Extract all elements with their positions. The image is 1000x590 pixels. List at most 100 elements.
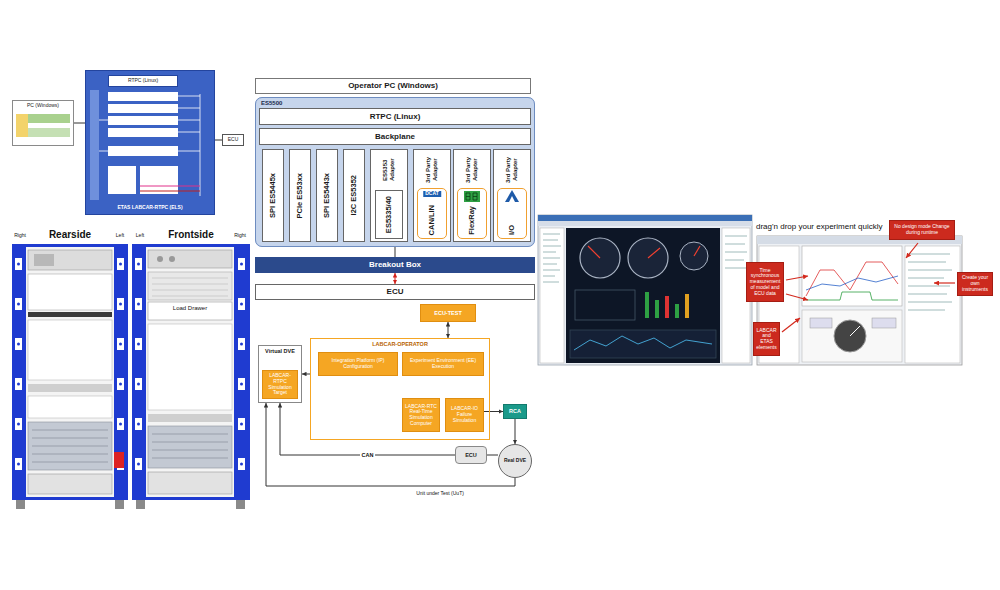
- simulation-target-box: LABCAR-RTPC Simulation Target: [262, 370, 298, 399]
- rack-side-label: Right: [14, 233, 26, 239]
- callout-leader: [786, 276, 808, 280]
- rack-rearside: [28, 312, 112, 317]
- rack-rearside: [16, 500, 25, 509]
- rack-frontside: [157, 256, 163, 262]
- dashboard-screenshot: [665, 296, 669, 318]
- rack-side-label: Left: [136, 233, 144, 239]
- rack-rearside: [28, 320, 112, 380]
- experiment-screenshot: [850, 326, 860, 336]
- rtpc-box: RTPC (Linux): [108, 75, 178, 87]
- rack-rearside: [28, 274, 112, 310]
- dashboard-screenshot: [574, 336, 712, 350]
- es5500-chassis-art: [509, 196, 515, 202]
- connector: [215, 140, 222, 141]
- rack-frontside: [236, 500, 245, 509]
- simulation-computer-box: LABCAR-RTC Real-Time Simulation Computer: [402, 398, 440, 432]
- backplane-bar: Backplane: [259, 128, 531, 145]
- dashboard-screenshot: [588, 246, 700, 258]
- es5500-chassis-art: [255, 97, 535, 247]
- box-text: Operator PC (Windows): [348, 81, 438, 90]
- connector: [395, 273, 396, 284]
- host-diagram-art: [108, 92, 178, 101]
- real-dve-circle: Real DVE: [498, 444, 532, 478]
- rack-frontside: [169, 256, 175, 262]
- box-text: ECU: [228, 137, 239, 143]
- third-party-card: 3rd Party AdapterFlexRay: [453, 149, 491, 242]
- rack-rearside: [28, 396, 112, 418]
- rack-rearside: [28, 474, 112, 494]
- connector: [515, 419, 516, 444]
- dashboard-screenshot: [655, 300, 659, 318]
- box-text: Backplane: [375, 132, 415, 141]
- callout-leader: [782, 318, 800, 332]
- callout-leader: [786, 294, 808, 300]
- io-card: SPI ES5443x: [316, 149, 338, 242]
- box-text: Create your own instruments: [960, 275, 990, 292]
- box-text: ES5500: [261, 100, 282, 107]
- rack-rearside: [115, 500, 124, 509]
- es5500-chassis-art: [255, 97, 535, 247]
- dashboard-screenshot: [538, 215, 752, 365]
- vertical-label: ES5335/40: [385, 196, 394, 233]
- box-text: No design mode Change during runtime: [892, 224, 952, 236]
- slide-title: drag'n drop your experiment quickly: [756, 222, 882, 231]
- rack-rearside: [12, 244, 128, 500]
- rack-view-title: Frontside: [168, 229, 214, 241]
- callout-box: Time synchronous measurement of model an…: [746, 262, 784, 302]
- rack-view-title: Rearside: [49, 229, 91, 241]
- experiment-screenshot: [905, 246, 960, 363]
- es5500-chassis-art: [453, 149, 491, 242]
- dashboard-screenshot: [538, 215, 752, 221]
- experiment-screenshot: [757, 236, 962, 365]
- rack-frontside: [148, 272, 232, 300]
- rack-frontside: [132, 244, 250, 500]
- box-text: Integration Platform (IP) Configuration: [321, 358, 395, 370]
- rack-rearside: [15, 258, 22, 470]
- callout-box: LABCAR and ETAS elements: [753, 322, 780, 356]
- host-diagram-art: [99, 94, 200, 196]
- vertical-label: I2C ES5352: [350, 175, 359, 215]
- box-text: Time synchronous measurement of model an…: [749, 268, 781, 297]
- system-label: Unit under Test (UuT): [416, 491, 464, 497]
- host-diagram-art: [108, 104, 178, 113]
- rack-rearside: [12, 244, 128, 509]
- dashboard-screenshot: [540, 228, 564, 363]
- host-diagram-art: [108, 166, 136, 194]
- vertical-label: ES5353 Adapter: [382, 152, 396, 188]
- dashboard-screenshot: [675, 304, 679, 318]
- dashboard-screenshot: [680, 242, 708, 270]
- rack-frontside: [152, 278, 228, 296]
- box-text: PC (Windows): [27, 103, 59, 109]
- rack-frontside: [146, 247, 234, 497]
- box-text: Breakout Box: [369, 260, 421, 269]
- host-diagram-art: [108, 128, 178, 137]
- bus-interface-box: FlexRay: [457, 188, 487, 239]
- vertical-label: 3rd Party Adapter: [505, 152, 519, 188]
- virtual-dve-box: Virtual DVELABCAR-RTPC Simulation Target: [258, 345, 302, 403]
- breakout-box: Breakout Box: [255, 257, 535, 273]
- rack-frontside: [238, 258, 245, 470]
- experiment-screenshot: [908, 254, 952, 310]
- ecu-box: ECU: [222, 134, 244, 146]
- operator-pc-box: Operator PC (Windows): [255, 78, 531, 94]
- execution-box: Experiment Environment (EE) Execution: [402, 352, 484, 376]
- rack-frontside: [152, 434, 228, 458]
- vertical-label: SPI ES5445x: [269, 173, 278, 218]
- box-text: ETAS LABCAR-RTPC (ELS): [117, 205, 182, 211]
- experiment-screenshot: [834, 320, 866, 352]
- bus-interface-box: I/O: [497, 188, 527, 239]
- dashboard-screenshot: [685, 294, 689, 318]
- dashboard-screenshot: [543, 234, 561, 282]
- ecu-unit: ECU: [455, 446, 487, 464]
- logo-label: DCAT: [423, 191, 441, 197]
- io-card: PCIe ES53xx: [289, 149, 311, 242]
- callout-leader: [782, 243, 955, 332]
- test-tool-box: ECU-TEST: [420, 304, 476, 322]
- dashboard-screenshot: [645, 292, 649, 318]
- box-text: LABCAR-RTC Real-Time Simulation Computer: [405, 404, 437, 427]
- box-text: ECU: [465, 452, 477, 458]
- rack-rearside: [34, 254, 54, 266]
- experiment-screenshot: [757, 236, 962, 365]
- experiment-screenshot: [806, 292, 898, 300]
- box-text: RCA: [509, 408, 521, 414]
